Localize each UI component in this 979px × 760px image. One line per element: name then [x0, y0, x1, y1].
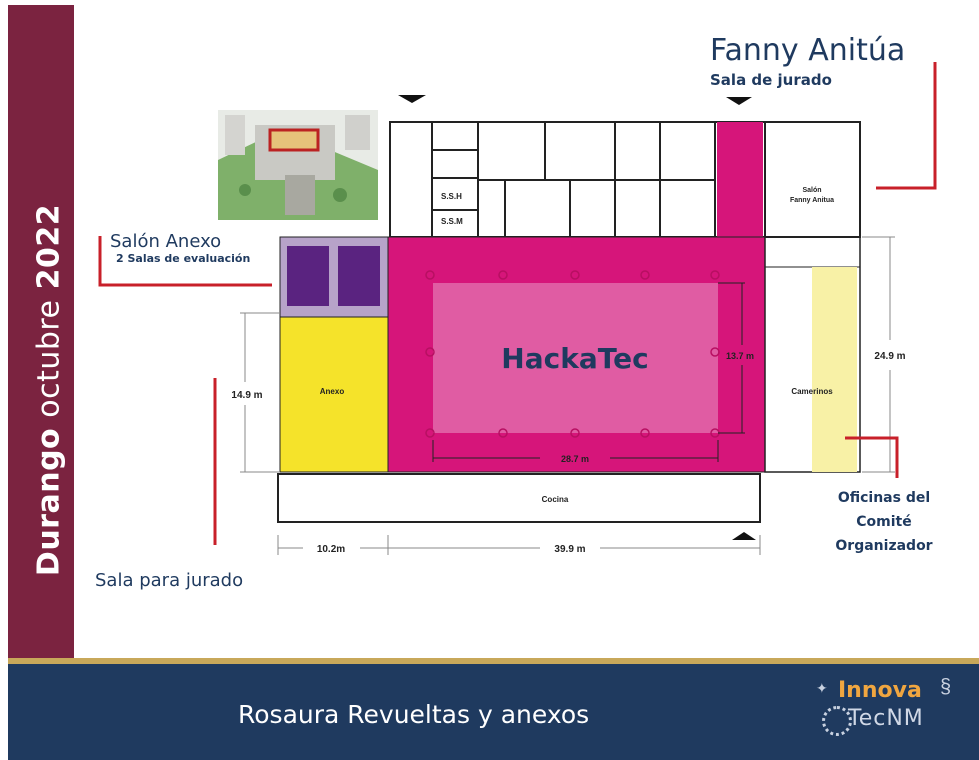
- innova-tecnm-logo: ✦ Innova § TecNM: [816, 676, 966, 750]
- anexo-label: Anexo: [320, 387, 345, 396]
- camerinos-label: Camerinos: [791, 387, 833, 396]
- footer-divider: [8, 658, 979, 664]
- top-rooms: [389, 121, 861, 238]
- cocina-room: [277, 473, 761, 523]
- dim-left: 14.9 m: [231, 390, 262, 401]
- dim-bottom-total: 39.9 m: [554, 544, 585, 555]
- eval-room-2: [338, 246, 380, 306]
- callout-lines: [98, 62, 937, 545]
- anexo-room: [279, 316, 389, 473]
- sala-de-jurado-label: Sala de jurado: [710, 71, 832, 89]
- stage-area: [433, 283, 718, 433]
- fanny-anitua-title: Fanny Anitúa: [710, 33, 906, 68]
- dna-icon: §: [940, 676, 952, 698]
- camerinos-room: [812, 267, 857, 472]
- dim-right: 24.9 m: [874, 351, 905, 362]
- ssm-label: S.S.M: [441, 217, 463, 226]
- floor-plan: S.S.H S.S.M Salón Fanny Anitua HackaTec …: [98, 62, 937, 555]
- salon-anexo-sublabel: 2 Salas de evaluación: [116, 252, 251, 265]
- sala-para-jurado-label: Sala para jurado: [95, 570, 244, 591]
- eval-room-1: [287, 246, 329, 306]
- oficinas-comite-label: Oficinas del Comité Organizador: [835, 490, 933, 554]
- gear-icon: [822, 706, 852, 736]
- salon-anexo-label: Salón Anexo: [110, 231, 222, 252]
- hackatec-label: HackaTec: [501, 342, 648, 375]
- logo-tecnm-text: TecNM: [848, 706, 924, 731]
- sala-jurado-room: [717, 122, 763, 237]
- dim-stage-width: 28.7 m: [561, 454, 589, 464]
- site-thumbnail: [218, 110, 378, 220]
- footer-bar: Rosaura Revueltas y anexos ✦ Innova § Te…: [8, 664, 979, 760]
- dim-bottom-left: 10.2m: [317, 544, 345, 555]
- salon-fanny-line1: Salón: [802, 187, 821, 194]
- ssh-label: S.S.H: [441, 192, 462, 201]
- sidebar-band: Durango octubre 2022: [8, 5, 74, 658]
- spark-icon: ✦: [816, 680, 828, 696]
- cocina-label: Cocina: [542, 495, 569, 504]
- dim-stage-height: 13.7 m: [726, 351, 754, 361]
- salon-fanny-line2: Fanny Anitua: [790, 197, 834, 204]
- entry-arrow-right: [726, 97, 752, 105]
- venue-title: Rosaura Revueltas y anexos: [238, 700, 590, 729]
- entry-arrow-left: [398, 95, 426, 103]
- exit-arrow: [732, 532, 756, 540]
- logo-innova-text: Innova: [838, 678, 922, 703]
